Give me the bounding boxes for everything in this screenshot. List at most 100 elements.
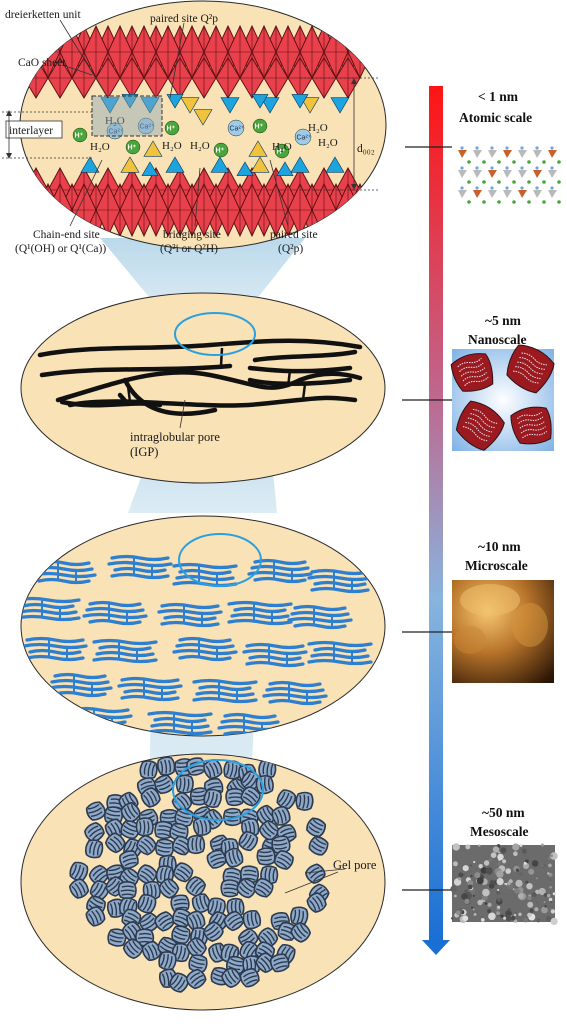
globule bbox=[135, 817, 154, 837]
globule-stack bbox=[21, 596, 81, 622]
scale-name-1: Nanoscale bbox=[468, 332, 527, 347]
silicate-tetrahedra bbox=[80, 94, 350, 176]
sem-grain bbox=[454, 894, 457, 898]
nano-ellipse bbox=[20, 292, 386, 484]
thumb-dot bbox=[497, 200, 501, 204]
globule bbox=[191, 893, 211, 914]
scale-size-0: < 1 nm bbox=[478, 89, 519, 104]
globule bbox=[240, 786, 261, 807]
sem-grain bbox=[472, 908, 475, 911]
bridging-site-sub-label: (Q²i or Q²H) bbox=[160, 243, 218, 255]
thumb-tetra bbox=[473, 150, 482, 158]
globule bbox=[224, 847, 244, 868]
scale-arrow bbox=[402, 86, 462, 955]
water-label: H₂O bbox=[308, 122, 328, 134]
octahedron bbox=[20, 167, 25, 213]
globule bbox=[239, 967, 260, 988]
thumb-globule bbox=[450, 353, 494, 392]
sem-grain bbox=[548, 872, 553, 877]
sem-grain bbox=[527, 901, 534, 908]
sem-grain bbox=[500, 847, 507, 854]
sem-grain bbox=[523, 853, 531, 860]
sem-grain bbox=[531, 860, 539, 867]
globule-stack bbox=[22, 636, 88, 662]
paired-site-bottom-label: paired site bbox=[270, 229, 318, 241]
sem-grain bbox=[462, 865, 469, 872]
sem-grain bbox=[498, 851, 501, 854]
globule bbox=[225, 788, 245, 807]
ion bbox=[274, 143, 290, 159]
globule bbox=[104, 832, 126, 854]
globule-stacks bbox=[21, 554, 373, 736]
thumb-dot bbox=[542, 180, 546, 184]
thumb-dot bbox=[475, 166, 479, 170]
water-label: H₂O bbox=[105, 115, 125, 127]
thumb-tetra bbox=[548, 190, 557, 198]
ion-label: H⁺ bbox=[216, 148, 225, 155]
layer-bridges bbox=[125, 347, 307, 403]
thumb-dot bbox=[512, 200, 516, 204]
sem-grain bbox=[484, 902, 488, 905]
sem-grain bbox=[550, 900, 552, 903]
globule bbox=[276, 789, 297, 810]
sem-grain bbox=[498, 858, 501, 861]
globule bbox=[255, 804, 277, 826]
igp-sub-label: (IGP) bbox=[130, 445, 158, 459]
silicate-tetrahedron bbox=[276, 161, 294, 176]
thumb-dot bbox=[460, 186, 464, 190]
thumb-dot bbox=[490, 146, 494, 150]
thumb-dot bbox=[475, 186, 479, 190]
thumb-tetra bbox=[458, 150, 467, 158]
globule bbox=[120, 802, 141, 823]
sem-grain bbox=[462, 915, 469, 922]
globule bbox=[242, 910, 262, 930]
thumb-dot bbox=[557, 160, 561, 164]
sem-grain bbox=[496, 878, 504, 886]
sem-grain bbox=[489, 879, 495, 885]
globule-stack bbox=[47, 672, 113, 698]
silicate-tetrahedron bbox=[193, 109, 213, 126]
globule bbox=[203, 759, 223, 780]
sem-grain bbox=[505, 914, 510, 919]
silicate-tetrahedron bbox=[251, 94, 269, 109]
sem-grain bbox=[547, 872, 550, 875]
globule bbox=[154, 774, 175, 795]
thumb-tetra bbox=[533, 190, 542, 198]
octahedron bbox=[20, 182, 25, 238]
globule bbox=[306, 892, 327, 913]
sem-grain bbox=[467, 884, 473, 890]
thumb-dot bbox=[505, 146, 509, 150]
scale-name-2: Microscale bbox=[465, 558, 528, 573]
ion bbox=[72, 127, 88, 143]
silicate-tetrahedron bbox=[180, 97, 200, 114]
sem-grain bbox=[510, 915, 516, 921]
ion-label: Ca²⁺ bbox=[140, 124, 155, 131]
silicate-tetrahedron bbox=[80, 156, 100, 173]
sem-grain bbox=[544, 905, 547, 908]
ion bbox=[106, 122, 124, 140]
sem-grain bbox=[519, 844, 523, 847]
sem-grain bbox=[451, 917, 454, 920]
thumb-tetra bbox=[548, 150, 557, 158]
sem-grain bbox=[492, 846, 500, 853]
sem-grain bbox=[550, 909, 556, 914]
silicate-tetrahedron bbox=[140, 97, 160, 114]
silicate-tetrahedron bbox=[141, 161, 159, 176]
silicate-tetrahedron bbox=[210, 156, 230, 173]
sem-grain bbox=[507, 881, 511, 886]
sem-grain bbox=[497, 889, 500, 891]
sem-grain bbox=[523, 917, 528, 923]
sem-grain bbox=[529, 908, 534, 913]
globule-stack bbox=[227, 600, 293, 626]
sem-grain bbox=[478, 844, 481, 847]
silicate-tetrahedron bbox=[248, 140, 268, 157]
globule bbox=[135, 834, 157, 856]
paired-site-top-label: paired site Q²p bbox=[150, 13, 218, 25]
sem-grain bbox=[513, 919, 518, 923]
thumb-atomic bbox=[452, 138, 561, 206]
sem-grain bbox=[515, 868, 520, 872]
thumb-tetra bbox=[503, 190, 512, 198]
chain-end-label: Chain-end site bbox=[33, 229, 100, 241]
globule bbox=[206, 849, 227, 869]
globule bbox=[260, 865, 279, 885]
